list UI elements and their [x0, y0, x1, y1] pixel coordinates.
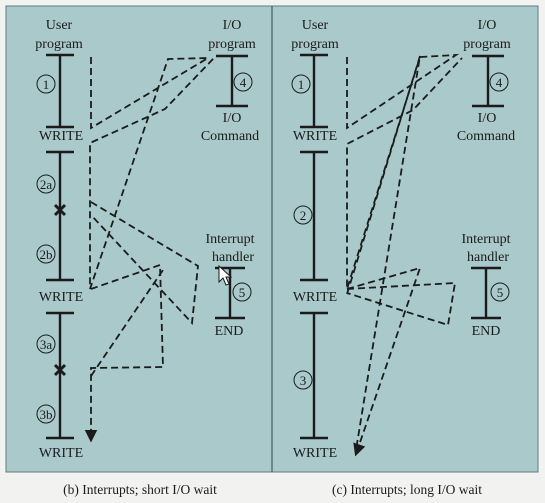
panel-c-interrupt-handler-label-2: handler [467, 250, 509, 265]
panel-b-flow-path-1 [89, 57, 215, 290]
panel-b-io-program-label-2: program [208, 37, 256, 52]
panel-b-segment-2a-marker [36, 174, 56, 194]
panel-c-interrupt-handler-label-1: Interrupt [462, 232, 511, 247]
panel-b-io-command-label-1: I/O [223, 111, 242, 126]
panel-c-io-segment-label: 4 [496, 75, 503, 90]
panel-b-segment-3b-marker [36, 404, 56, 424]
panel-c-background [271, 5, 539, 473]
panel-c-segment-1-bar [300, 53, 328, 129]
panel-c-segment-2-bar [300, 150, 328, 282]
panel-b-write-label-1: WRITE [39, 129, 83, 144]
panel-c-write-label-2: WRITE [293, 290, 337, 305]
panel-b-segment-2a-label: 2a [40, 177, 53, 192]
panel-c-io-program-label-2: program [463, 37, 511, 52]
panel-b-io-segment-marker [233, 72, 253, 92]
panel-c-user-program-label-1: User [302, 18, 329, 33]
panel-b-segment-2b-marker [36, 244, 56, 264]
panel-c-flow-path-2 [346, 282, 457, 327]
panel-c-io-program-bar [472, 54, 504, 108]
panel-b-segment-1-label: 1 [43, 77, 50, 92]
panel-c-segment-2-label: 2 [300, 208, 307, 223]
panel-b-background [5, 5, 273, 473]
panel-b-interrupt-x-icon-1 [53, 203, 67, 217]
panel-b-segment-3b-label: 3b [40, 407, 53, 422]
panel-b-io-command-label-2: Command [201, 129, 259, 144]
panel-c-io-command-label-2: Command [457, 129, 515, 144]
panel-b-interrupt-handler-label-2: handler [212, 250, 254, 265]
panel-c-write-label-1: WRITE [293, 129, 337, 144]
panel-c-io-segment-marker [489, 72, 509, 92]
panel-b-segment-3a-marker [36, 334, 56, 354]
panel-b-segment-1-bar [46, 53, 74, 129]
panel-b-caption: (b) Interrupts; short I/O wait [63, 482, 217, 497]
panel-c-handler-segment-label: 5 [497, 285, 504, 300]
panel-b-interrupt-handler-label-1: Interrupt [206, 232, 255, 247]
panel-c-segment-1-marker [291, 74, 311, 94]
panel-c-caption: (c) Interrupts; long I/O wait [332, 482, 482, 497]
panel-b: User program I/O program 1 2a 2b 3a 3b W… [35, 18, 259, 497]
panel-b-segment-1-marker [36, 74, 56, 94]
panel-c-write-label-3: WRITE [293, 446, 337, 461]
panel-b-write-label-2: WRITE [39, 290, 83, 305]
panel-b-io-program-bar [216, 54, 248, 108]
panel-b-handler-segment-label: 5 [239, 285, 246, 300]
panel-c-segment-3-marker [293, 370, 313, 390]
panel-c-end-label: END [472, 324, 501, 339]
panel-c-handler-bar [471, 266, 501, 320]
panel-b-interrupt-x-icon-2 [53, 363, 67, 377]
panel-c-handler-segment-marker [490, 282, 510, 302]
panel-b-user-program-label-1: User [46, 18, 73, 33]
panel-c-segment-2-marker [293, 205, 313, 225]
panel-c-user-program-label-2: program [291, 37, 339, 52]
panel-c-segment-3-label: 3 [300, 373, 307, 388]
panel-c-flow-path-3 [346, 266, 422, 457]
panel-b-io-program-label-1: I/O [223, 18, 242, 33]
panel-c-segment-1-label: 1 [298, 77, 305, 92]
panel-b-flow-path-3 [84, 263, 164, 443]
panel-b-flow-path-2 [90, 201, 199, 326]
panel-c-io-program-label-1: I/O [478, 18, 497, 33]
panel-b-segment-2-bar [46, 150, 74, 282]
panel-c-io-command-label-1: I/O [478, 111, 497, 126]
panel-b-user-program-label-2: program [35, 37, 83, 52]
mouse-cursor-icon [218, 264, 233, 286]
panel-c-segment-3-bar [300, 311, 328, 440]
panel-b-handler-segment-marker [232, 282, 252, 302]
panel-b-segment-3a-label: 3a [40, 337, 53, 352]
panel-b-io-segment-label: 4 [240, 75, 247, 90]
panel-c: User program I/O program 1 2 3 WRITE WRI… [291, 18, 515, 497]
panel-b-end-label: END [215, 324, 244, 339]
panel-b-write-label-3: WRITE [39, 446, 83, 461]
panel-c-flow-path-4 [346, 55, 421, 451]
panel-b-segment-3-bar [46, 311, 74, 440]
panel-c-flow-path-1 [346, 53, 463, 290]
panel-b-segment-2b-label: 2b [40, 247, 53, 262]
